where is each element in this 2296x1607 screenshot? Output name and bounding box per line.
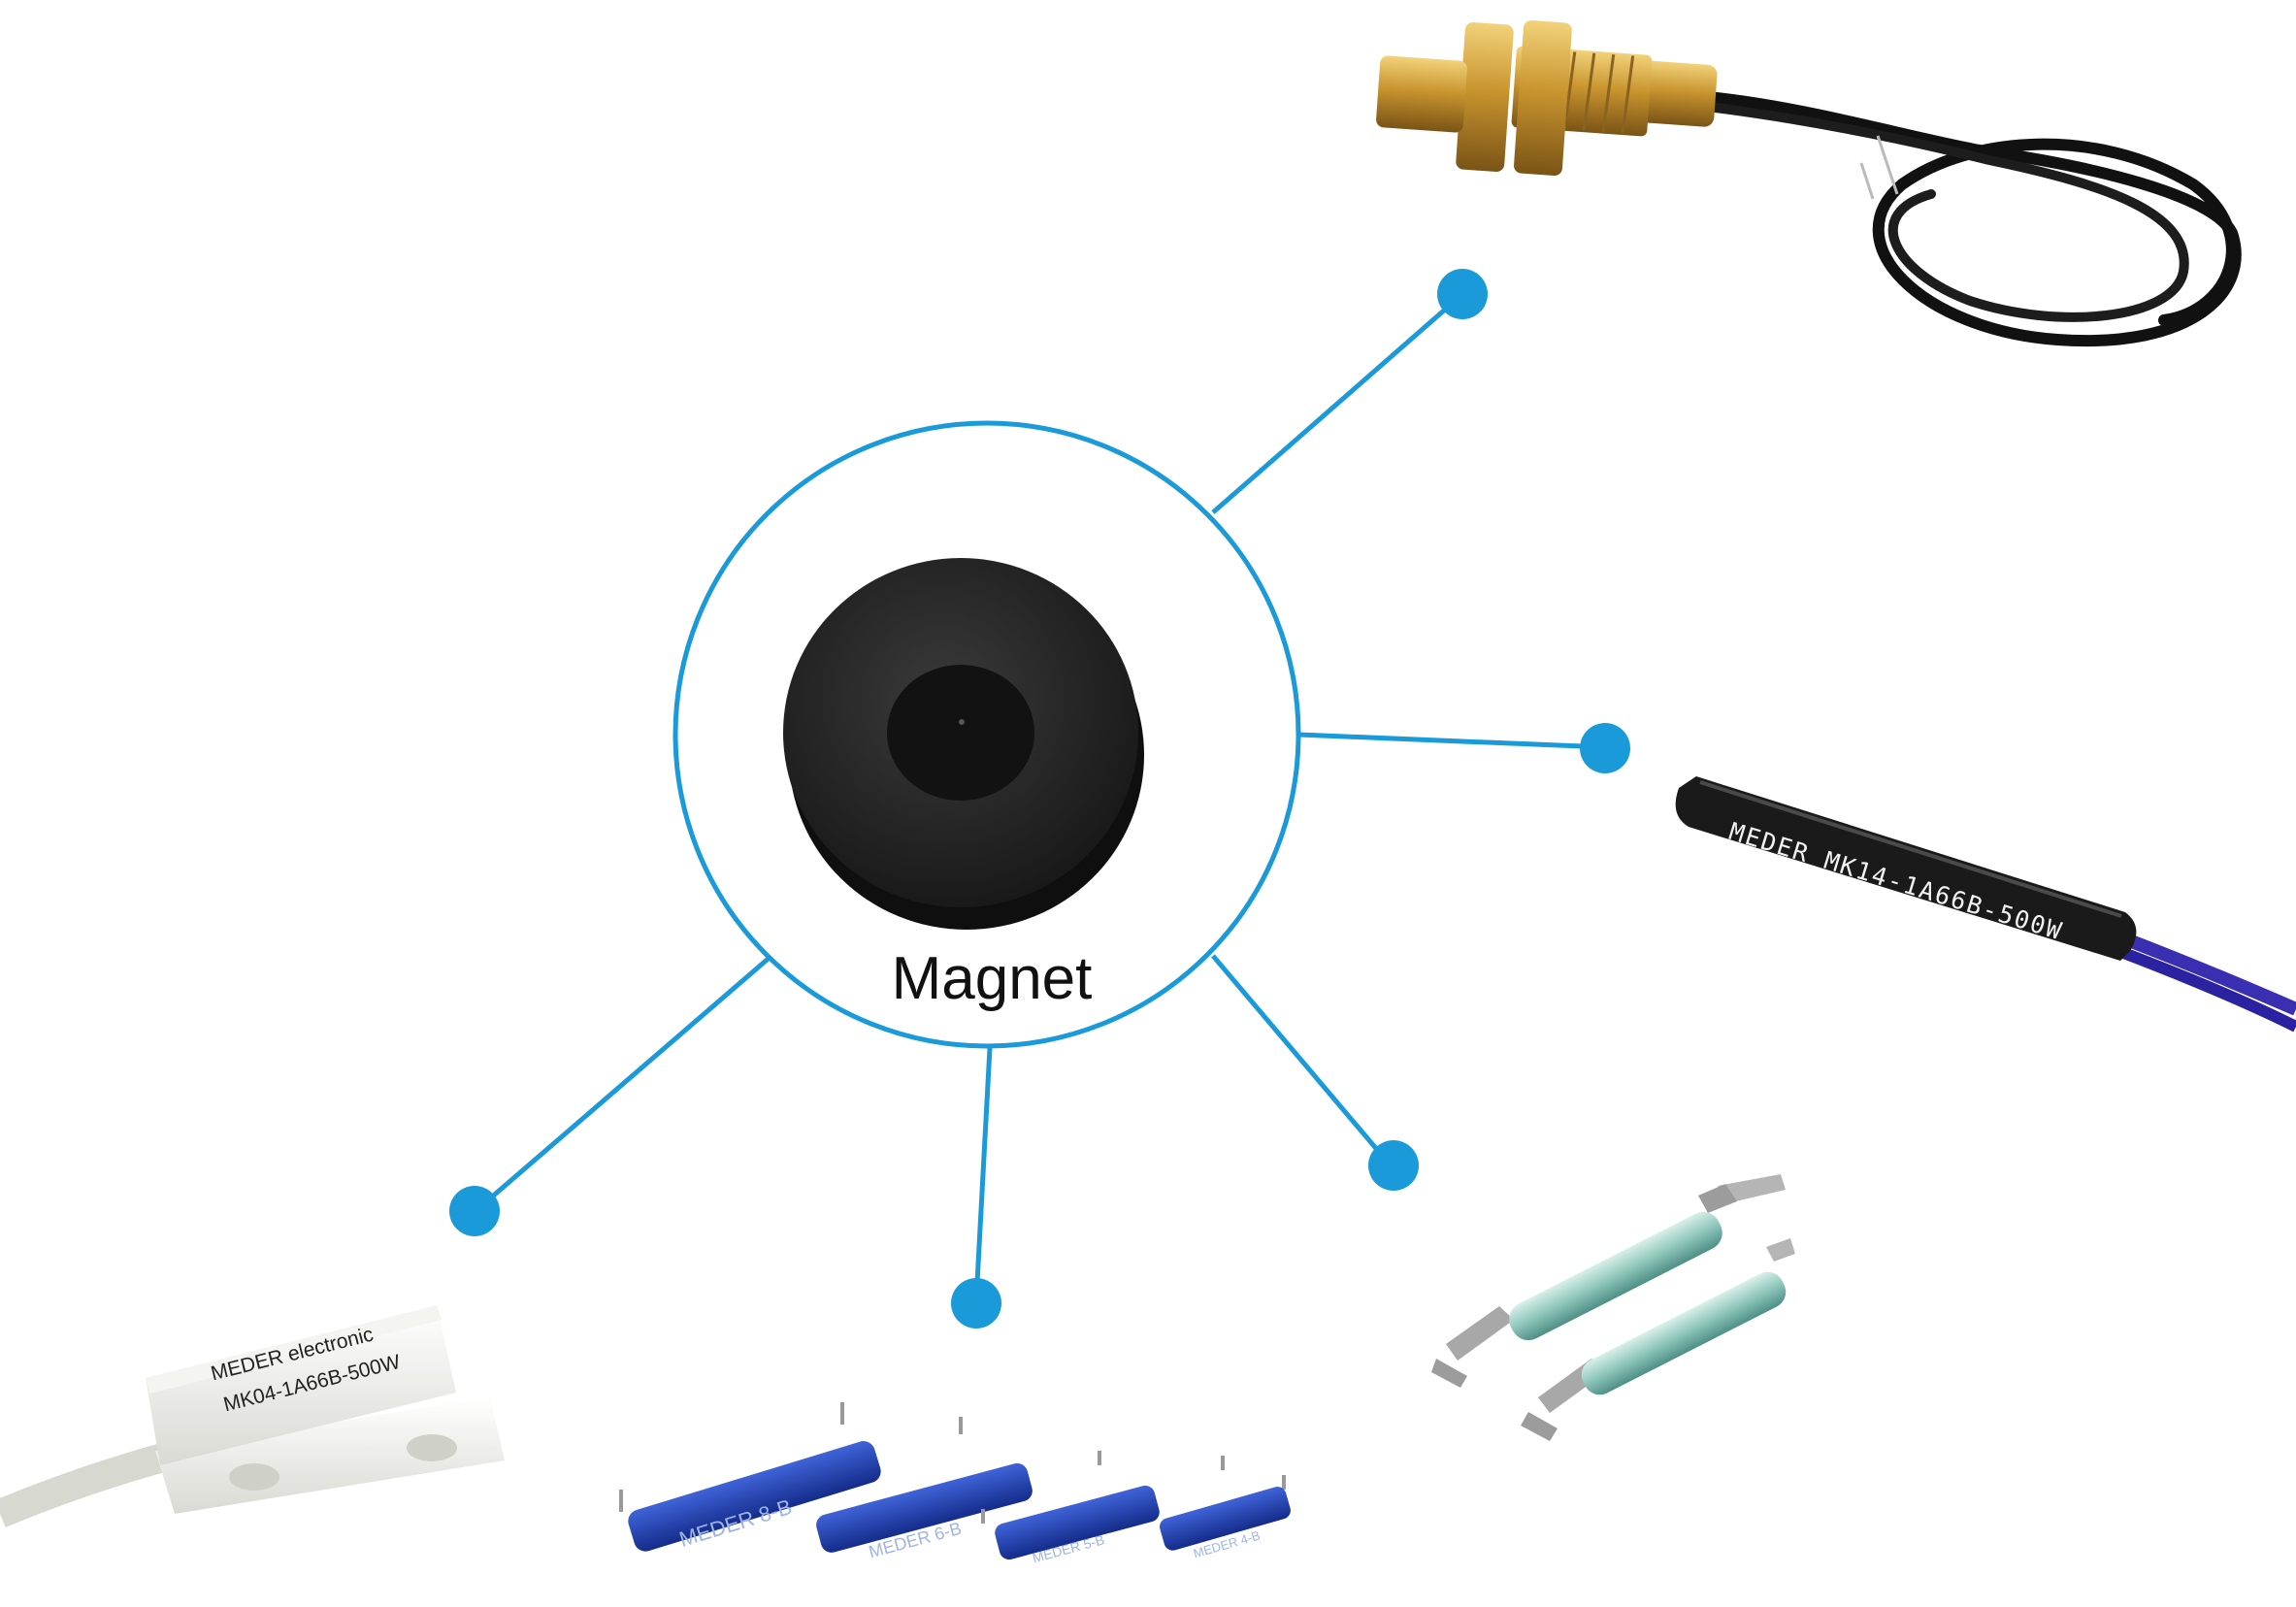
connector-lines <box>474 294 1606 1301</box>
connector-dots <box>449 269 1630 1328</box>
cylindrical-sensor-mk14 <box>1675 776 2296 1033</box>
connector-line-top-right <box>1211 294 1462 514</box>
dot-bottom-right <box>1368 1140 1419 1191</box>
block-sensor-mk04 <box>0 1305 505 1527</box>
connector-line-bottom-left <box>474 954 773 1213</box>
glass-reed-switches <box>1431 1174 1795 1441</box>
threaded-brass-sensor <box>1376 19 2242 347</box>
connector-line-right <box>1297 732 1606 750</box>
dot-bottom <box>951 1278 1001 1328</box>
dot-bottom-left <box>449 1186 500 1236</box>
dot-top-right <box>1437 269 1488 319</box>
magnet-disc <box>783 558 1144 930</box>
magnet-label: Magnet <box>891 945 1093 1012</box>
connector-line-bottom <box>973 1047 993 1301</box>
dot-right <box>1580 723 1630 773</box>
blue-reed-sensors <box>619 1402 1291 1560</box>
connector-line-bottom-right <box>1211 954 1392 1166</box>
